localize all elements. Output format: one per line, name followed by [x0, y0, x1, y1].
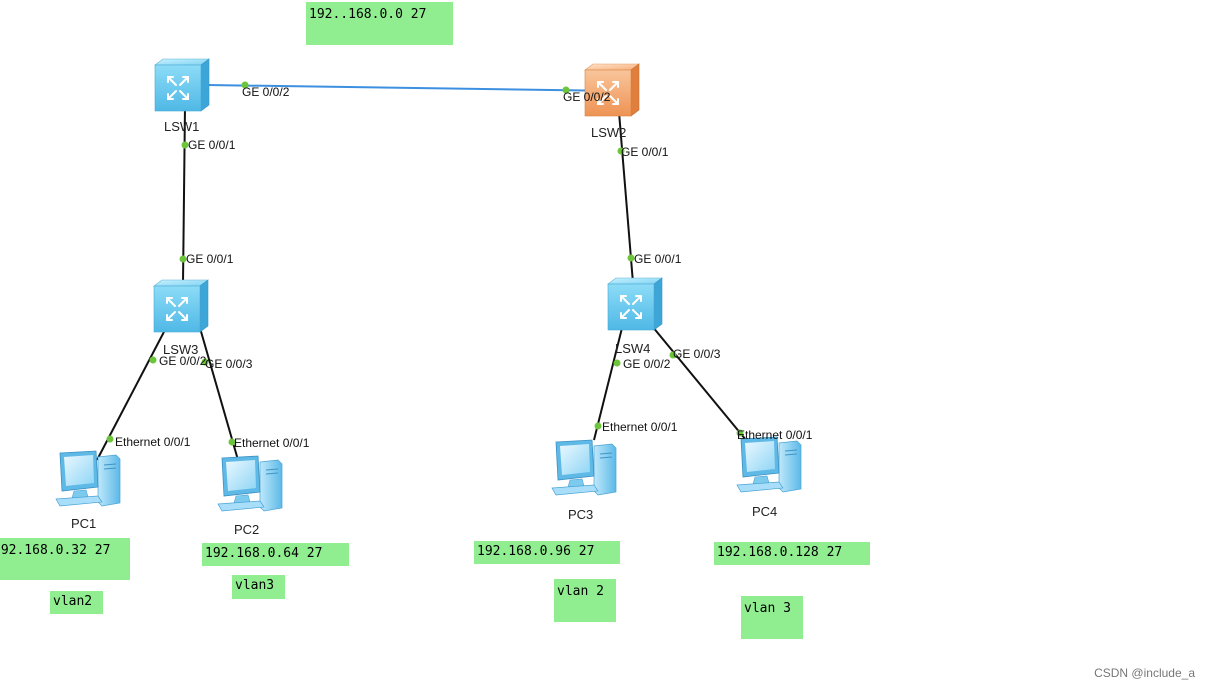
- link-lsw4-pc3[interactable]: [593, 327, 623, 441]
- port-dot-lsw4-ge002: [613, 359, 621, 367]
- note-pc1-vlan[interactable]: vlan2: [50, 591, 103, 614]
- pc3-computer-icon[interactable]: [551, 439, 617, 496]
- port-dot-lsw2-ge001: [617, 147, 625, 155]
- port-label-lsw1-ge002: GE 0/0/2: [242, 85, 290, 99]
- pc2-label: PC2: [234, 522, 260, 537]
- note-pc4-vlan[interactable]: vlan 3: [741, 596, 803, 639]
- port-label-lsw4-ge001: GE 0/0/1: [634, 252, 682, 266]
- lsw4-label: LSW4: [615, 341, 651, 356]
- port-dot-pc1-eth: [106, 435, 114, 443]
- lsw1-switch-icon[interactable]: [154, 58, 210, 112]
- port-label-lsw3-ge003: GE 0/0/3: [205, 357, 253, 371]
- port-label-lsw4-ge002: GE 0/0/2: [623, 357, 671, 371]
- port-label-lsw4-ge003: GE 0/0/3: [673, 347, 721, 361]
- port-dot-lsw3-ge003: [201, 358, 209, 366]
- note-pc3-vlan[interactable]: vlan 2: [554, 579, 616, 622]
- note-pc4-subnet[interactable]: 192.168.0.128 27: [714, 542, 870, 565]
- port-dot-lsw2-ge002: [562, 86, 570, 94]
- port-dot-lsw4-ge003: [669, 351, 677, 359]
- link-lsw3-pc2[interactable]: [199, 327, 239, 461]
- port-dot-pc2-eth: [228, 438, 236, 446]
- pc1-label: PC1: [71, 516, 97, 531]
- pc4-label: PC4: [752, 504, 778, 519]
- lsw3-label: LSW3: [163, 342, 199, 357]
- lsw4-switch-icon[interactable]: [607, 277, 663, 331]
- lsw2-label: LSW2: [591, 125, 627, 140]
- link-lsw2-lsw4[interactable]: [618, 111, 634, 284]
- note-pc3-subnet[interactable]: 192.168.0.96 27: [474, 541, 620, 564]
- port-label-lsw2-ge002: GE 0/0/2: [563, 90, 611, 104]
- port-dot-lsw4-ge001: [627, 254, 635, 262]
- pc3-label: PC3: [568, 507, 594, 522]
- port-dot-lsw1-ge001: [181, 141, 189, 149]
- pc2-computer-icon[interactable]: [217, 455, 283, 512]
- note-pc2-subnet[interactable]: 192.168.0.64 27: [202, 543, 349, 566]
- port-dot-pc4-eth: [736, 429, 744, 437]
- port-label-lsw3-ge001: GE 0/0/1: [186, 252, 234, 266]
- note-network[interactable]: 192..168.0.0 27: [306, 2, 453, 45]
- port-label-pc3-eth: Ethernet 0/0/1: [602, 420, 678, 434]
- port-label-lsw1-ge001: GE 0/0/1: [188, 138, 236, 152]
- lsw3-switch-icon[interactable]: [153, 279, 209, 333]
- pc1-computer-icon[interactable]: [55, 450, 121, 507]
- port-dot-lsw1-ge002: [241, 81, 249, 89]
- port-label-lsw3-ge002: GE 0/0/2: [159, 354, 207, 368]
- link-lsw4-pc4[interactable]: [651, 325, 747, 441]
- lsw1-label: LSW1: [164, 119, 200, 134]
- link-lsw1-lsw3[interactable]: [182, 105, 186, 284]
- port-dot-lsw3-ge002: [149, 356, 157, 364]
- port-label-pc4-eth: Ethernet 0/0/1: [737, 428, 813, 442]
- port-label-lsw2-ge001: GE 0/0/1: [621, 145, 669, 159]
- note-pc2-vlan[interactable]: vlan3: [232, 575, 285, 599]
- port-label-pc2-eth: Ethernet 0/0/1: [234, 436, 310, 450]
- port-dot-pc3-eth: [594, 422, 602, 430]
- port-label-pc1-eth: Ethernet 0/0/1: [115, 435, 191, 449]
- note-pc1-subnet[interactable]: 192.168.0.32 27: [0, 538, 130, 580]
- watermark-text: CSDN @include_a: [1094, 666, 1195, 680]
- link-lsw1-lsw2[interactable]: [206, 84, 621, 92]
- port-dot-lsw3-ge001: [179, 255, 187, 263]
- pc4-computer-icon[interactable]: [736, 436, 802, 493]
